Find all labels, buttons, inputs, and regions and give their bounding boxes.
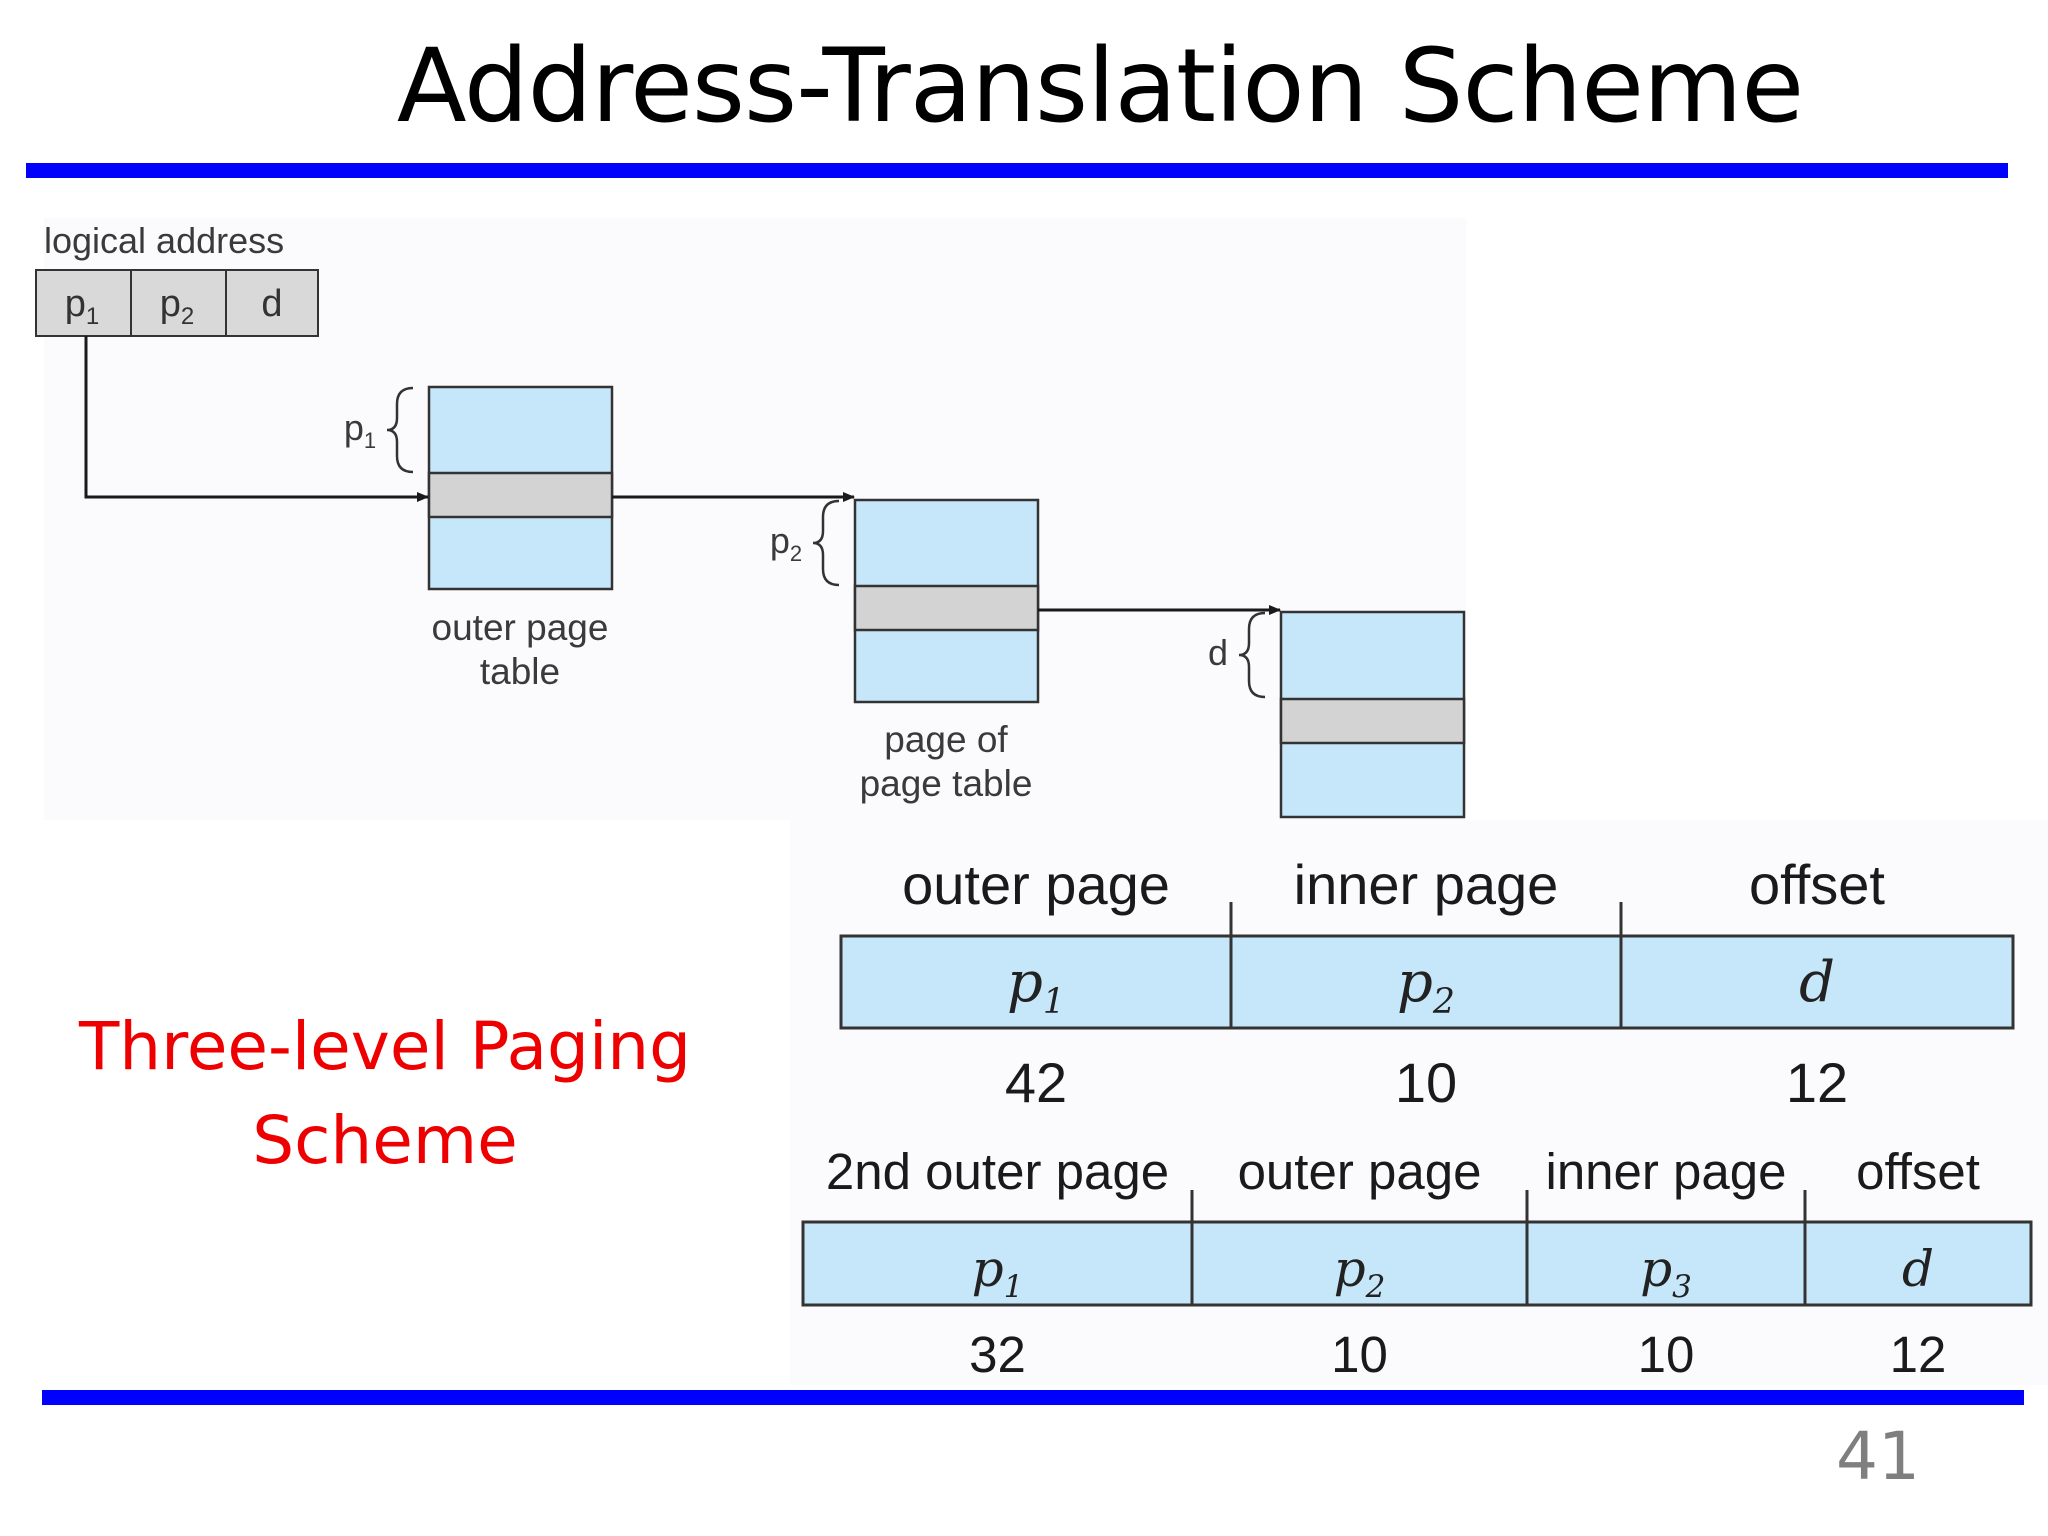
brace-p1 (386, 386, 414, 474)
logical-field-p1: p1 (65, 283, 100, 330)
three-level-table (801, 1190, 2033, 1307)
page-of-page-table-label: page of page table (826, 718, 1066, 806)
header-offset-3: offset (1856, 1143, 1980, 1200)
memory-page (1279, 610, 1466, 819)
header-offset: offset (1749, 853, 1885, 916)
subtitle-line1: Three-level Paging (78, 1008, 691, 1085)
two-level-table (839, 902, 2015, 1030)
arrow-p1 (84, 336, 429, 502)
brace-label-p1: p1 (344, 407, 376, 453)
brace-d (1238, 611, 1266, 699)
brace-p2 (812, 499, 840, 587)
header-inner-page: inner page (1293, 853, 1559, 916)
header-inner-page-3: inner page (1545, 1143, 1787, 1200)
top-rule (26, 163, 2008, 178)
field-p1-3: p1 (971, 1240, 1024, 1305)
field-d: d (1799, 950, 1835, 1015)
logical-address-box: p1 p2 d (35, 269, 319, 337)
brace-label-d: d (1208, 632, 1228, 673)
page-of-page-table (853, 498, 1040, 704)
logical-address-label: logical address (44, 220, 285, 261)
bits-offset-3: 12 (1889, 1326, 1947, 1383)
header-2nd-outer-page: 2nd outer page (825, 1143, 1170, 1200)
field-p2: p2 (1397, 950, 1455, 1023)
subtitle-line2: Scheme (252, 1102, 518, 1179)
bits-offset: 12 (1785, 1051, 1849, 1114)
outer-page-table (427, 385, 614, 591)
header-outer-page: outer page (902, 853, 1170, 916)
bottom-rule (42, 1390, 2024, 1405)
bits-outer-page-3: 10 (1331, 1326, 1388, 1383)
page-title: Address-Translation Scheme (396, 27, 1804, 146)
field-d-3: d (1901, 1240, 1934, 1298)
logical-field-p2: p2 (160, 283, 195, 330)
bits-inner-page-3: 10 (1637, 1326, 1695, 1383)
field-p2-3: p2 (1333, 1240, 1386, 1305)
logical-field-d: d (261, 283, 282, 325)
slide-number: 41 (1836, 1418, 1920, 1495)
header-outer-page-3: outer page (1237, 1143, 1482, 1200)
bits-outer-page: 42 (1004, 1051, 1068, 1114)
bits-inner-page: 10 (1394, 1051, 1458, 1114)
bits-2nd-outer-page: 32 (969, 1326, 1026, 1383)
field-p3-3: p3 (1640, 1240, 1692, 1305)
outer-page-table-label: outer page table (400, 606, 640, 694)
brace-label-p2: p2 (770, 520, 802, 566)
outer-page-table-label-line2: table (479, 651, 561, 692)
field-p1: p1 (1007, 950, 1065, 1023)
subtitle: Three-level Paging Scheme (60, 1000, 710, 1188)
outer-page-table-label-line1: outer page (431, 607, 609, 648)
page-of-page-table-label-line2: page table (859, 763, 1033, 804)
page-of-page-table-label-line1: page of (884, 719, 1008, 760)
